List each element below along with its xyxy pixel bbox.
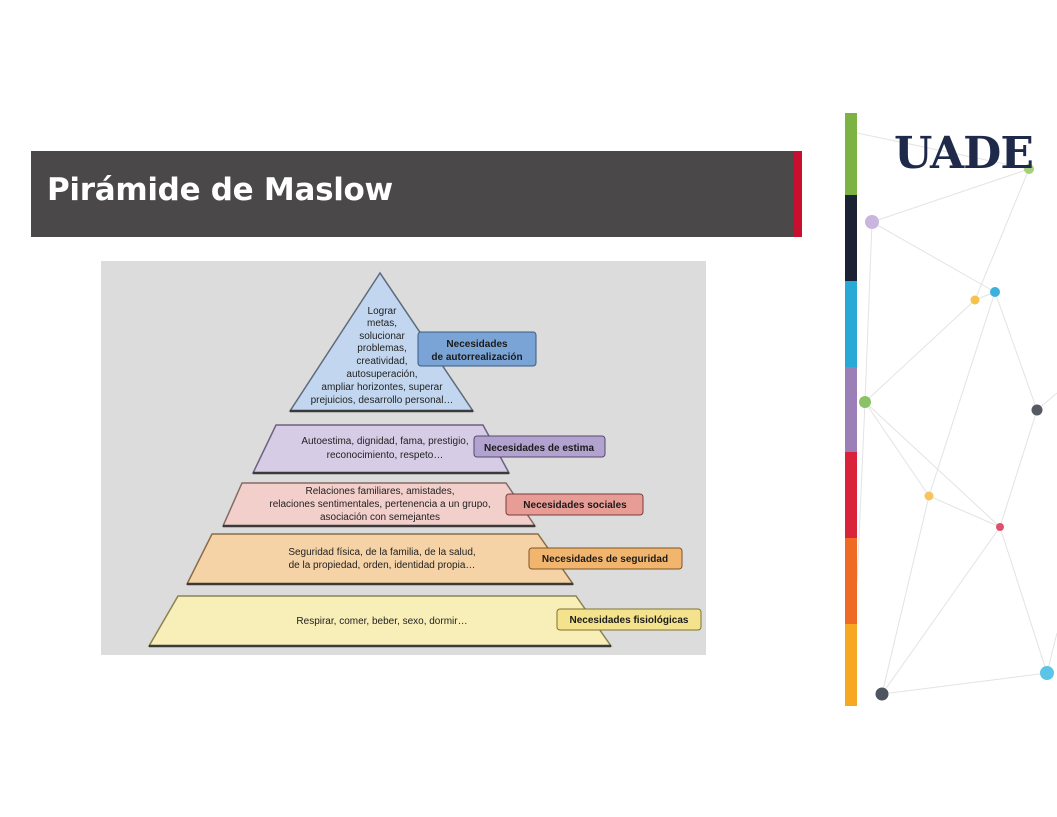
tier-seguridad	[185, 533, 575, 585]
sociales-line: Relaciones familiares, amistades,	[306, 486, 455, 497]
top-line: solucionar	[359, 331, 405, 342]
node	[1024, 164, 1034, 174]
maslow-pyramid-diagram: Lograr metas, solucionar problemas, crea…	[101, 261, 706, 655]
tier-estima	[251, 424, 511, 474]
label-sociales-box	[505, 493, 644, 516]
node	[875, 687, 889, 701]
seguridad-line: Seguridad física, de la familia, de la s…	[288, 547, 475, 558]
top-line: Lograr	[368, 306, 398, 317]
node	[970, 295, 980, 305]
node	[865, 215, 879, 229]
slide-title: Pirámide de Maslow	[47, 172, 393, 208]
network-decoration	[857, 132, 1057, 701]
top-line: prejuicios, desarrollo personal…	[311, 395, 454, 406]
sociales-line: asociación con semejantes	[320, 512, 440, 523]
label-estima: Necesidades de estima	[484, 443, 594, 454]
stripe-green	[845, 113, 857, 195]
sociales-line: relaciones sentimentales, pertenencia a …	[269, 499, 490, 510]
label-autorrealizacion: Necesidades	[446, 339, 508, 350]
estima-line: reconocimiento, respeto…	[327, 450, 444, 461]
top-line: creatividad,	[356, 356, 407, 367]
stripe-orange	[845, 538, 857, 624]
stripe-yellow	[845, 624, 857, 706]
label-estima-box	[473, 435, 606, 458]
label-sociales: Necesidades sociales	[523, 500, 627, 511]
stripe-navy	[845, 195, 857, 281]
uade-logo: UADE	[894, 128, 1034, 179]
top-line: metas,	[367, 318, 397, 329]
label-seguridad-box	[528, 547, 683, 570]
label-fisiologicas: Necesidades fisiológicas	[570, 615, 689, 626]
label-seguridad: Necesidades de seguridad	[542, 554, 668, 565]
label-autorrealizacion-box	[417, 331, 537, 367]
node	[924, 491, 934, 501]
fisiologicas-line: Respirar, comer, beber, sexo, dormir…	[296, 616, 467, 627]
estima-line: Autoestima, dignidad, fama, prestigio,	[301, 436, 468, 447]
node	[1040, 666, 1054, 680]
top-line: problemas,	[357, 343, 406, 354]
node	[990, 287, 1000, 297]
top-line: autosuperación,	[346, 369, 417, 380]
stripe-red	[845, 452, 857, 538]
top-line: ampliar horizontes, superar	[321, 382, 443, 393]
label-fisiologicas-box	[556, 608, 702, 631]
title-bar	[31, 151, 794, 237]
node	[859, 396, 871, 408]
stripe-purple	[845, 367, 857, 452]
label-autorrealizacion: de autorrealización	[431, 352, 522, 363]
stripe-blue	[845, 281, 857, 367]
node	[1031, 404, 1043, 416]
seguridad-line: de la propiedad, orden, identidad propia…	[289, 560, 476, 571]
node	[996, 523, 1004, 531]
title-accent	[794, 151, 802, 237]
